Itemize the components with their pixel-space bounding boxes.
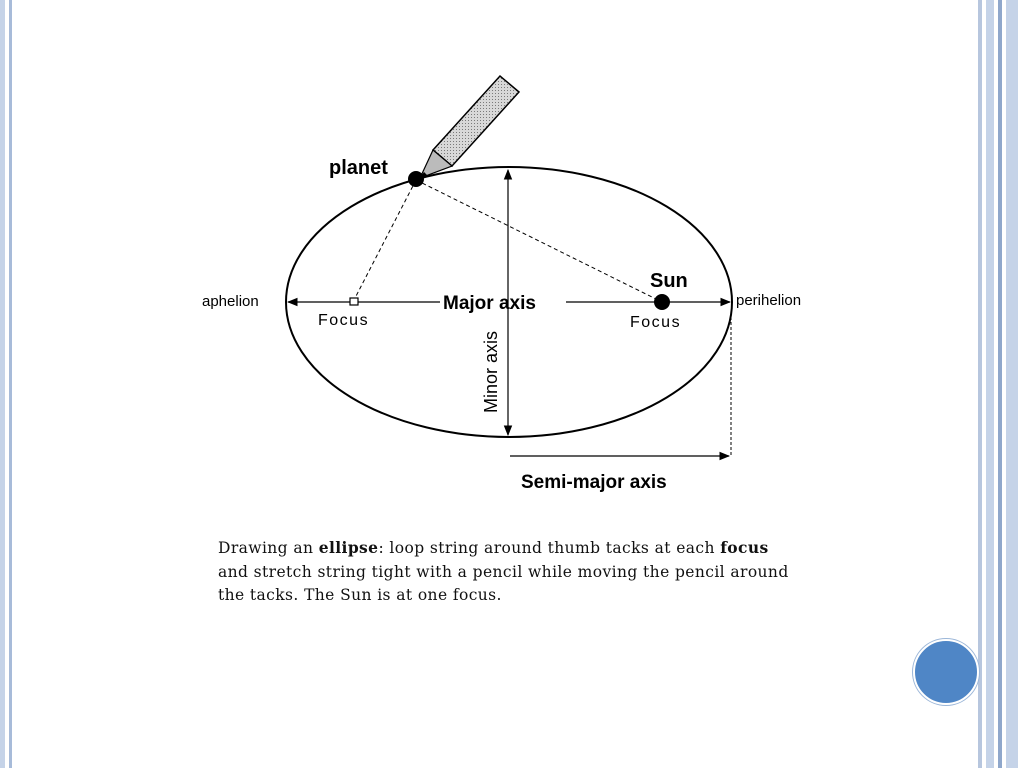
string-to-sun	[415, 179, 663, 303]
left-focus-label: Focus	[318, 312, 369, 329]
string-to-left-focus	[353, 179, 417, 301]
planet-label: planet	[329, 157, 388, 179]
slide-right-border	[976, 0, 1024, 768]
slide-decoration-dot	[913, 639, 979, 705]
caption-text: and stretch string tight with a pencil w…	[218, 562, 789, 605]
right-border-stripe	[1006, 0, 1018, 768]
slide-left-border	[0, 0, 20, 768]
orbit-ellipse	[285, 166, 733, 438]
pencil-icon	[418, 74, 521, 180]
right-border-stripe	[998, 0, 1002, 768]
semi-major-axis-label: Semi-major axis	[521, 472, 667, 493]
perihelion-label: perihelion	[736, 292, 801, 309]
caption-text: : loop string around thumb tacks at each	[378, 539, 721, 557]
right-border-stripe	[986, 0, 994, 768]
caption-bold-ellipse: ellipse	[318, 538, 379, 557]
planet-dot	[408, 171, 424, 187]
major-axis-label: Major axis	[443, 293, 536, 314]
left-border-stripe	[9, 0, 12, 768]
diagram-caption: Drawing an ellipse: loop string around t…	[218, 536, 798, 608]
sun-label: Sun	[650, 270, 688, 292]
minor-axis-label: Minor axis	[481, 331, 501, 413]
caption-text: Drawing an	[218, 539, 319, 557]
left-border-stripe	[0, 0, 5, 768]
right-border-stripe	[978, 0, 982, 768]
aphelion-label: aphelion	[202, 293, 259, 310]
right-focus-label: Focus	[630, 314, 681, 331]
sun-dot	[654, 294, 670, 310]
left-focus-marker	[349, 297, 359, 306]
caption-bold-focus: focus	[720, 538, 769, 557]
